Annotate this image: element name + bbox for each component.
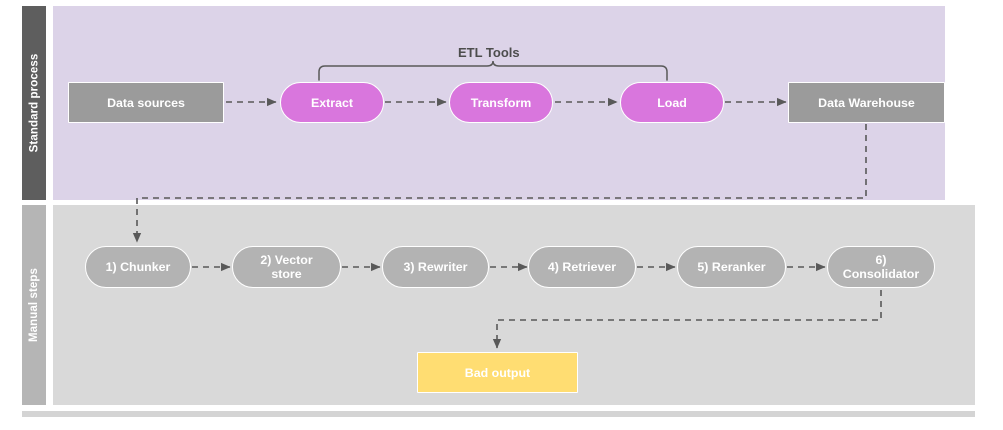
node-reranker-label: 5) Reranker [697,260,766,274]
node-data-warehouse[interactable]: Data Warehouse [788,82,945,123]
node-transform-label: Transform [470,95,532,110]
node-data-warehouse-label: Data Warehouse [818,95,915,110]
lane-label-standard-process: Standard process [22,6,46,200]
lane-label-manual-steps-text: Manual steps [28,267,40,343]
node-bad-output[interactable]: Bad output [417,352,578,393]
node-rewriter[interactable]: 3) Rewriter [382,246,489,288]
node-bad-output-label: Bad output [464,365,531,380]
lane-label-standard-process-text: Standard process [28,53,40,153]
node-extract[interactable]: Extract [280,82,384,123]
node-vector-store-label: 2) Vector store [260,253,313,281]
lane-label-manual-steps: Manual steps [22,205,46,405]
node-data-sources[interactable]: Data sources [68,82,224,123]
node-consolidator[interactable]: 6) Consolidator [827,246,935,288]
node-data-sources-label: Data sources [107,95,185,110]
node-load-label: Load [657,95,687,110]
node-retriever[interactable]: 4) Retriever [528,246,636,288]
node-consolidator-label: 6) Consolidator [842,253,920,281]
node-transform[interactable]: Transform [449,82,553,123]
node-vector-store[interactable]: 2) Vector store [232,246,341,288]
node-retriever-label: 4) Retriever [547,260,617,274]
node-rewriter-label: 3) Rewriter [403,260,468,274]
node-reranker[interactable]: 5) Reranker [677,246,786,288]
node-extract-label: Extract [310,95,353,110]
node-chunker[interactable]: 1) Chunker [85,246,191,288]
node-chunker-label: 1) Chunker [105,260,171,274]
etl-tools-label: ETL Tools [458,45,520,60]
node-load[interactable]: Load [620,82,724,123]
footer-divider-bar [22,411,975,417]
